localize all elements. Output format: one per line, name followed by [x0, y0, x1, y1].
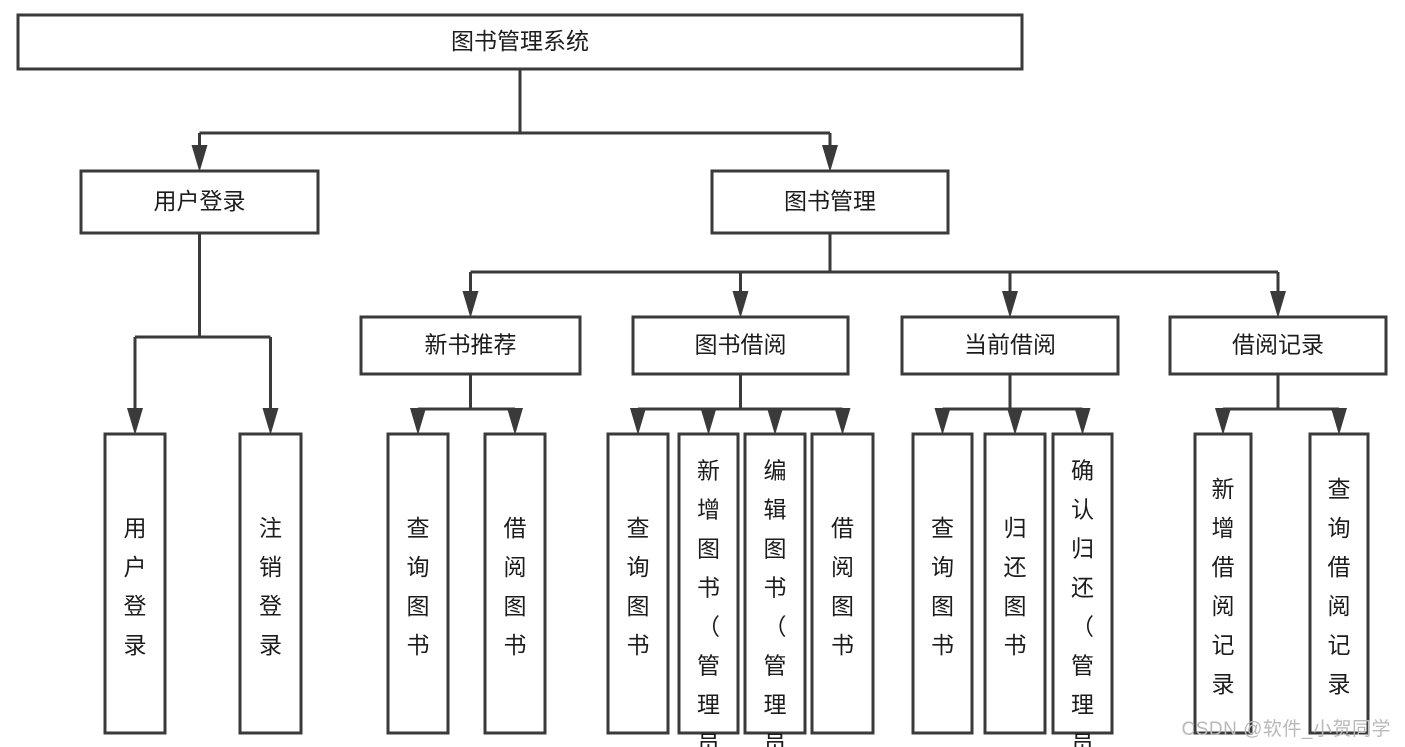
node-leaf-query-book-3[interactable]: 查询图书 [911, 432, 974, 735]
node-label: 图书借阅 [695, 332, 787, 358]
connector-group-n-current-borrow [934, 374, 1091, 435]
node-box [483, 432, 547, 735]
node-box [238, 432, 303, 735]
node-label: 归还图书 [1004, 515, 1027, 658]
node-leaf-logout[interactable]: 注销登录 [238, 432, 303, 735]
node-current-borrow[interactable]: 当前借阅 [900, 315, 1120, 376]
node-root[interactable]: 图书管理系统 [16, 13, 1024, 71]
node-box [1168, 315, 1388, 376]
node-label: 当前借阅 [964, 332, 1056, 358]
node-box [16, 13, 1024, 71]
node-box [983, 432, 1047, 735]
connector-group-n-user-login [127, 233, 279, 435]
node-new-book-rec[interactable]: 新书推荐 [359, 315, 582, 376]
node-label: 新增图书（管理员） [697, 457, 720, 747]
node-book-borrow[interactable]: 图书借阅 [631, 315, 850, 376]
connector-group-n-borrow-record [1215, 374, 1347, 435]
node-leaf-query-book-1[interactable]: 查询图书 [386, 432, 450, 735]
node-user-login[interactable]: 用户登录 [79, 169, 320, 235]
node-box [606, 432, 670, 735]
node-leaf-add-book[interactable]: 新增图书（管理员） [677, 432, 740, 747]
node-label: 编辑图书（管理员） [764, 457, 787, 747]
node-label: 确认归还（管理员） [1071, 457, 1094, 747]
node-leaf-add-record[interactable]: 新增借阅记录 [1193, 432, 1253, 735]
node-box [911, 432, 974, 735]
node-label: 图书管理系统 [451, 28, 589, 54]
connector-group-root [191, 69, 838, 172]
connector-group-n-new-book-rec [410, 374, 523, 435]
node-borrow-record[interactable]: 借阅记录 [1168, 315, 1388, 376]
node-label: 借阅图书 [504, 515, 527, 658]
node-box [386, 432, 450, 735]
node-label: 查询图书 [627, 515, 650, 658]
node-box [810, 432, 875, 735]
node-leaf-borrow-book-1[interactable]: 借阅图书 [483, 432, 547, 735]
node-box [710, 169, 950, 235]
node-leaf-return-book[interactable]: 归还图书 [983, 432, 1047, 735]
node-box [1051, 432, 1114, 735]
node-box [79, 169, 320, 235]
node-leaf-query-book-2[interactable]: 查询图书 [606, 432, 670, 735]
node-box [1193, 432, 1253, 735]
node-box [1308, 432, 1370, 735]
node-label: 用户登录 [154, 188, 246, 214]
watermark-label: CSDN @软件_小贺同学 [1181, 719, 1391, 740]
node-label: 查询借阅记录 [1328, 476, 1351, 697]
node-label: 新增借阅记录 [1212, 476, 1235, 697]
node-label: 注销登录 [259, 515, 282, 658]
node-leaf-query-record[interactable]: 查询借阅记录 [1308, 432, 1370, 735]
node-leaf-edit-book[interactable]: 编辑图书（管理员） [743, 432, 807, 747]
node-box [103, 432, 167, 735]
node-label: 图书管理 [784, 188, 876, 214]
node-label: 新书推荐 [425, 332, 517, 358]
node-layer: 图书管理系统用户登录图书管理新书推荐图书借阅当前借阅借阅记录用户登录注销登录查询… [16, 13, 1388, 747]
connector-layer [127, 69, 1347, 435]
node-box [359, 315, 582, 376]
node-label: 用户登录 [124, 515, 147, 658]
connector-group-n-book-manage [462, 233, 1286, 318]
node-label: 查询图书 [407, 515, 430, 658]
node-leaf-confirm-return[interactable]: 确认归还（管理员） [1051, 432, 1114, 747]
node-leaf-user-login[interactable]: 用户登录 [103, 432, 167, 735]
node-leaf-borrow-book-2[interactable]: 借阅图书 [810, 432, 875, 735]
node-book-manage[interactable]: 图书管理 [710, 169, 950, 235]
connector-group-n-book-borrow [630, 374, 851, 435]
node-label: 查询图书 [931, 515, 954, 658]
node-box [900, 315, 1120, 376]
node-box [631, 315, 850, 376]
node-label: 借阅记录 [1232, 332, 1324, 358]
node-box [677, 432, 740, 735]
node-box [743, 432, 807, 735]
node-label: 借阅图书 [831, 515, 854, 658]
